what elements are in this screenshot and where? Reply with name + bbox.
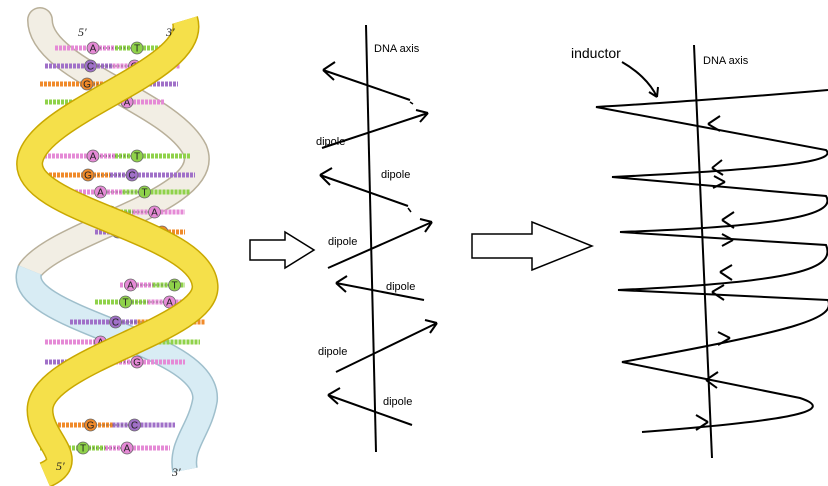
base-node (84, 59, 97, 73)
coil-arrowheads (695, 115, 735, 431)
base-node (94, 185, 107, 199)
bottom-left-end-label: 5′ (56, 459, 65, 473)
base-node (84, 418, 97, 432)
base-left-letter: T (122, 298, 128, 309)
base-node (86, 41, 100, 55)
base-left-letter: A (90, 152, 97, 163)
base-node (80, 77, 94, 91)
base-right-letter: G (133, 358, 141, 369)
base-left-letter: A (127, 281, 134, 292)
base-right-letter: A (124, 98, 131, 109)
base-node (119, 295, 132, 309)
inductor-pointer (621, 61, 659, 98)
top-left-end-label: 5′ (78, 25, 87, 39)
dipole-label-5: dipole (318, 346, 347, 358)
base-right-letter: C (128, 171, 135, 182)
base-right-letter: A (166, 298, 173, 309)
transition-arrow-2 (471, 220, 595, 272)
dipole-label-6: dipole (383, 396, 412, 408)
inductor-coil (595, 89, 828, 433)
dna-axis-line-2 (693, 44, 713, 459)
bottom-right-end-label: 3′ (171, 465, 181, 479)
dipole-label-4: dipole (386, 281, 415, 293)
base-right-letter: T (134, 44, 140, 55)
base-left-letter: C (112, 318, 119, 329)
base-node (109, 315, 122, 329)
dipole-zigzag (319, 61, 438, 426)
base-node (128, 418, 141, 432)
base-right-letter: T (141, 188, 147, 199)
dipole-panel-axis-label: DNA axis (374, 43, 420, 55)
base-right-letter: A (151, 208, 158, 219)
base-node (138, 185, 151, 199)
transition-arrow-1 (249, 230, 316, 270)
dna-axis-line (365, 24, 377, 453)
base-node (81, 168, 95, 182)
base-node (76, 441, 90, 455)
base-node (168, 278, 181, 292)
base-node (120, 441, 134, 455)
top-right-end-label: 3′ (165, 25, 175, 39)
base-node (130, 41, 144, 55)
base-node (125, 168, 139, 182)
dipole-label-2: dipole (381, 169, 410, 181)
inductor-panel (595, 44, 828, 459)
base-node (148, 205, 161, 219)
base-left-letter: G (87, 421, 95, 432)
base-right-letter: T (171, 281, 177, 292)
dipole-label-1: dipole (316, 136, 345, 148)
base-left-letter: G (84, 171, 92, 182)
base-right-letter: C (131, 421, 138, 432)
base-left-letter: G (83, 80, 91, 91)
base-left-letter: A (97, 188, 104, 199)
inductor-label: inductor (571, 45, 621, 61)
base-right-letter: T (134, 152, 140, 163)
inductor-panel-axis-label: DNA axis (703, 55, 749, 67)
base-node (86, 149, 100, 163)
base-left-letter: C (87, 62, 94, 73)
base-left-letter: A (90, 44, 97, 55)
base-left-letter: T (80, 444, 86, 455)
base-node (130, 149, 144, 163)
dipole-panel (319, 24, 438, 453)
base-right-letter: A (124, 444, 131, 455)
base-node (124, 278, 137, 292)
dipole-label-3: dipole (328, 236, 357, 248)
base-node (130, 355, 144, 369)
